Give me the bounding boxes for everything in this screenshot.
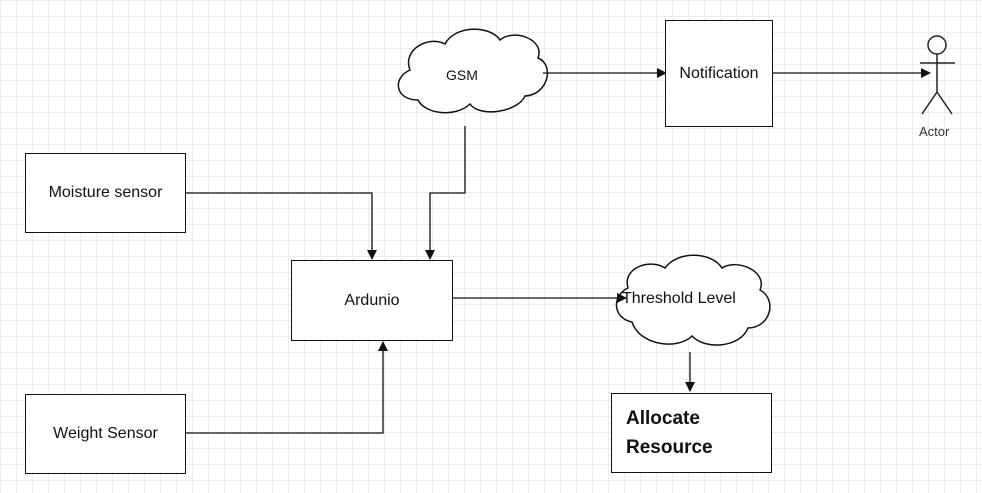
gsm-cloud-shape <box>397 28 549 114</box>
weight-sensor-box: Weight Sensor <box>25 394 186 474</box>
threshold-cloud-shape <box>615 254 771 346</box>
threshold-level-label: Threshold Level <box>622 290 736 307</box>
allocate-resource-label-line2: Resource <box>626 437 713 458</box>
actor-figure <box>920 35 955 115</box>
arrow-weight-to-ardunio <box>186 341 388 434</box>
notification-label: Notification <box>679 64 759 82</box>
gsm-label: GSM <box>446 67 478 83</box>
actor-label: Actor <box>919 124 950 139</box>
arrow-gsm-to-ardunio <box>425 126 466 260</box>
weight-sensor-label: Weight Sensor <box>53 425 158 442</box>
ardunio-label: Ardunio <box>344 291 400 309</box>
ardunio-box: Ardunio <box>291 260 453 341</box>
allocate-resource-box: Allocate Resource <box>611 393 772 473</box>
arrow-moisture-to-ardunio <box>186 192 377 260</box>
notification-box: Notification <box>665 20 773 127</box>
moisture-sensor-box: Moisture sensor <box>25 153 186 233</box>
allocate-resource-label-line1: Allocate <box>626 407 700 429</box>
moisture-sensor-label: Moisture sensor <box>48 184 163 201</box>
